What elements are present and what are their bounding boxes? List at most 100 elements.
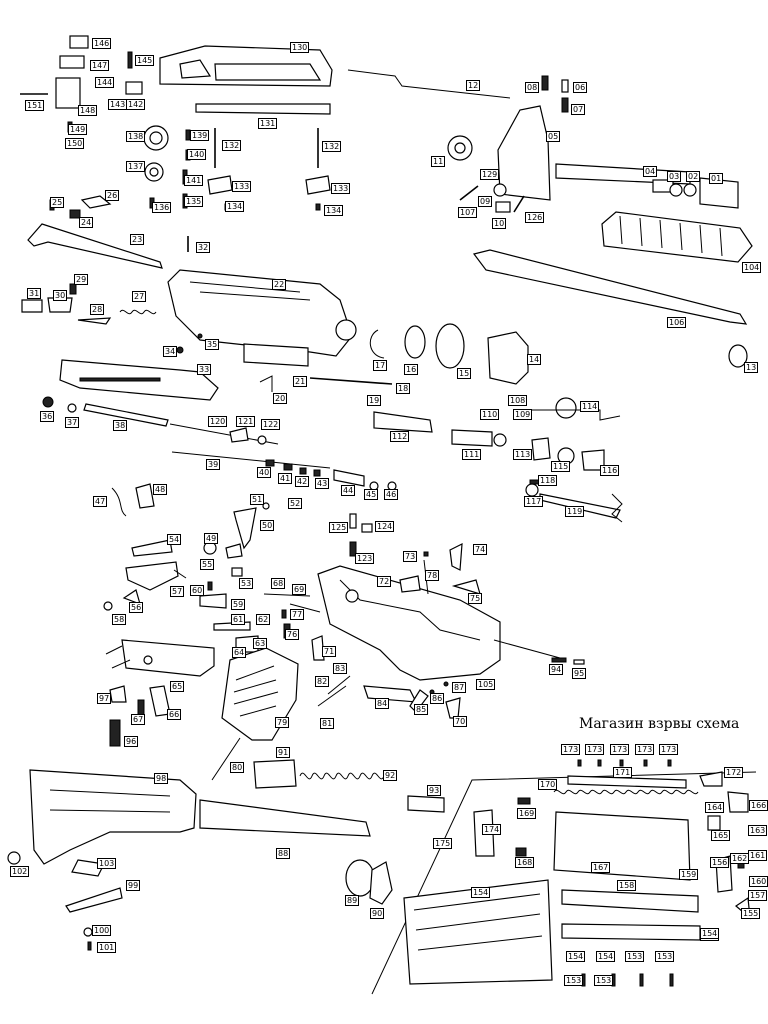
part-label: 70 [453,716,468,727]
part-label: 12 [466,80,481,91]
part-label: 28 [90,304,105,315]
part-label: 68 [271,578,286,589]
part-label: 146 [92,38,112,49]
part-label: 89 [345,895,360,906]
part-label: 148 [78,105,98,116]
part-label: 168 [515,857,535,868]
part-label: 92 [383,770,398,781]
part-label: 72 [377,576,392,587]
part-label: 45 [364,489,379,500]
part-label: 76 [285,629,300,640]
part-label: 22 [272,279,287,290]
part-label: 30 [53,290,68,301]
part-label: 98 [154,773,169,784]
part-label: 118 [538,475,558,486]
part-label: 110 [480,409,500,420]
part-label: 107 [458,207,478,218]
part-label: 112 [390,431,410,442]
part-label: 82 [315,676,330,687]
part-label: 60 [190,585,205,596]
part-label: 149 [68,124,88,135]
part-label: 96 [124,736,139,747]
part-label: 20 [273,393,288,404]
part-label: 24 [79,217,94,228]
part-label: 116 [600,465,620,476]
part-label: 100 [92,925,112,936]
rear-sight-parts [20,35,331,211]
part-label: 64 [232,647,247,658]
part-label: 80 [230,762,245,773]
part-label: 122 [261,419,281,430]
part-label: 25 [50,197,65,208]
part-label: 74 [473,544,488,555]
part-label: 124 [375,521,395,532]
part-label: 142 [126,99,146,110]
part-label: 162 [730,853,750,864]
part-label: 62 [256,614,271,625]
gas-tube [347,69,511,99]
part-label: 90 [370,908,385,919]
part-label: 164 [705,802,725,813]
part-label: 59 [231,599,246,610]
part-label: 111 [462,449,482,460]
part-label: 123 [355,553,375,564]
part-label: 29 [74,274,89,285]
part-label: 153 [594,975,614,986]
part-label: 58 [112,614,127,625]
front-sight-parts [447,75,739,213]
part-label: 169 [517,808,537,819]
part-label: 173 [561,744,581,755]
part-label: 73 [403,551,418,562]
part-label: 97 [97,693,112,704]
part-label: 48 [153,484,168,495]
part-label: 10 [492,218,507,229]
part-label: 102 [10,866,30,877]
part-label: 120 [208,416,228,427]
part-label: 83 [333,663,348,674]
part-label: 143 [108,99,128,110]
part-label: 103 [97,858,117,869]
part-label: 119 [565,506,585,517]
part-label: 153 [655,951,675,962]
part-label: 05 [546,131,561,142]
part-label: 26 [105,190,120,201]
part-label: 158 [617,880,637,891]
part-label: 134 [225,201,245,212]
part-label: 154 [566,951,586,962]
part-label: 23 [130,234,145,245]
part-label: 133 [331,183,351,194]
part-label: 67 [131,714,146,725]
magazine-diagram-title: Магазин взрвы схема [579,716,740,732]
part-label: 87 [452,682,467,693]
part-label: 109 [513,409,533,420]
part-label: 106 [667,317,687,328]
part-label: 173 [585,744,605,755]
part-label: 153 [625,951,645,962]
part-label: 47 [93,496,108,507]
part-label: 88 [276,848,291,859]
part-label: 44 [341,485,356,496]
part-label: 32 [196,242,211,253]
part-label: 154 [471,887,491,898]
part-label: 77 [290,609,305,620]
part-label: 114 [580,401,600,412]
part-label: 99 [126,880,141,891]
part-label: 57 [170,586,185,597]
part-label: 52 [288,498,303,509]
part-label: 34 [163,346,178,357]
part-label: 160 [749,876,768,887]
part-label: 84 [375,698,390,709]
part-label: 15 [457,368,472,379]
barrel [472,249,748,325]
barrel-nut-ring [728,344,748,368]
part-label: 27 [132,291,147,302]
part-label: 108 [508,395,528,406]
part-label: 06 [573,82,588,93]
part-label: 19 [367,395,382,406]
part-label: 171 [613,767,633,778]
part-label: 137 [126,161,146,172]
part-label: 36 [40,411,55,422]
gas-block-parts [373,397,623,523]
